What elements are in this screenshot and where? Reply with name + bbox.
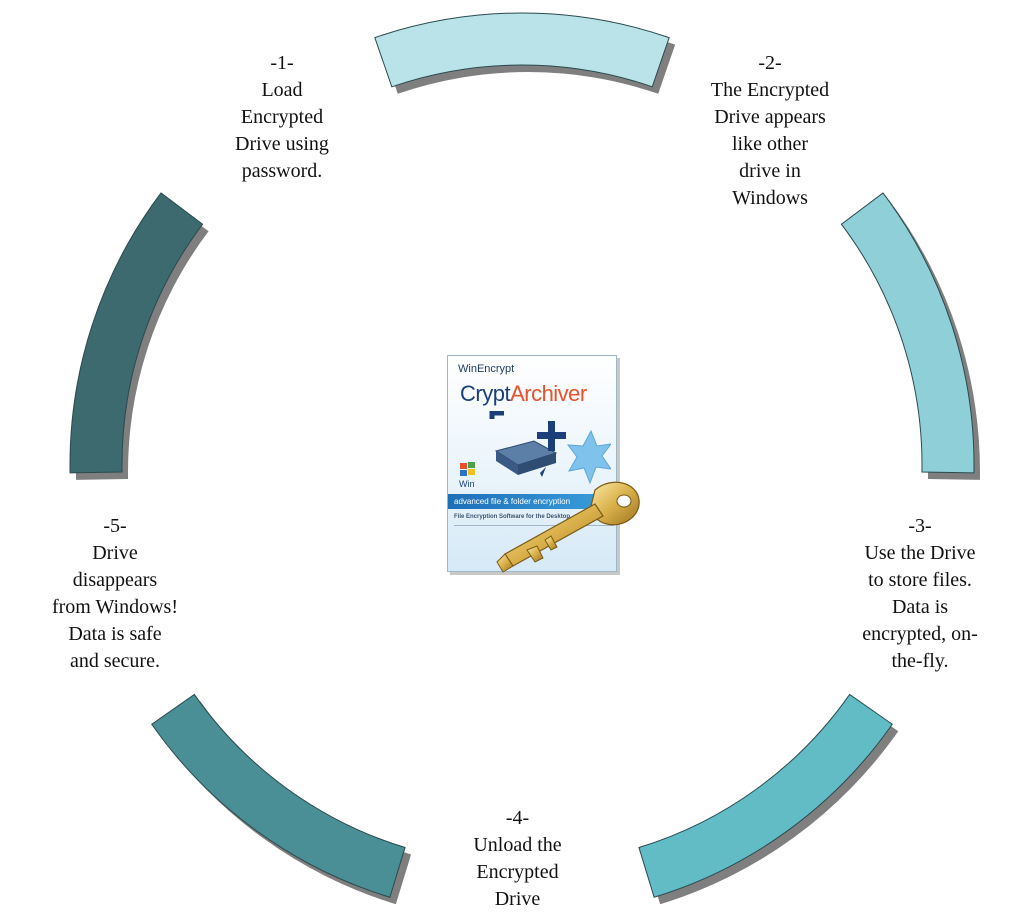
step-5-line: Data is safe: [30, 621, 200, 648]
segment-3: [639, 694, 892, 897]
step-2-line: drive in: [690, 158, 850, 185]
step-2-line: The Encrypted: [690, 77, 850, 104]
step-1-line: password.: [222, 158, 342, 185]
step-1-line: Encrypted: [222, 104, 342, 131]
step-1-line: -1-: [222, 50, 342, 77]
segment-2: [841, 193, 974, 473]
step-2-line: Windows: [690, 185, 850, 212]
step-5-line: disappears: [30, 567, 200, 594]
step-5-line: -5-: [30, 513, 200, 540]
windows-logo-icon: [460, 462, 475, 476]
step-5-line: Drive: [30, 540, 200, 567]
step-4-line: Encrypted: [455, 859, 580, 886]
step-4-line: -4-: [455, 805, 580, 832]
step-4-line: Drive: [455, 886, 580, 913]
step-3-line: encrypted, on-: [840, 621, 1000, 648]
brand-title-part2: Archiver: [510, 381, 587, 406]
step-1-line: Drive using: [222, 131, 342, 158]
step-1-label: -1- Load Encrypted Drive using password.: [222, 50, 342, 185]
segment-1: [375, 13, 669, 87]
key-icon: [487, 470, 645, 580]
step-2-label: -2- The Encrypted Drive appears like oth…: [690, 50, 850, 212]
segment-5: [70, 193, 203, 473]
step-3-line: to store files.: [840, 567, 1000, 594]
step-2-line: like other: [690, 131, 850, 158]
step-3-line: Use the Drive: [840, 540, 1000, 567]
step-4-label: -4- Unload the Encrypted Drive: [455, 805, 580, 913]
product-box-image: WinEncrypt CryptArchiver: [447, 355, 645, 580]
step-3-line: Data is: [840, 594, 1000, 621]
step-1-line: Load: [222, 77, 342, 104]
step-5-line: and secure.: [30, 648, 200, 675]
step-2-line: Drive appears: [690, 104, 850, 131]
step-2-line: -2-: [690, 50, 850, 77]
step-3-line: the-fly.: [840, 648, 1000, 675]
step-5-line: from Windows!: [30, 594, 200, 621]
step-4-line: Unload the: [455, 832, 580, 859]
step-5-label: -5- Drive disappears from Windows! Data …: [30, 513, 200, 675]
windows-label: Win: [459, 479, 475, 489]
brand-title: CryptArchiver: [460, 381, 587, 407]
step-3-line: -3-: [840, 513, 1000, 540]
brand-title-part1: Crypt: [460, 381, 510, 406]
step-3-label: -3- Use the Drive to store files. Data i…: [840, 513, 1000, 675]
segment-4: [152, 694, 405, 897]
brand-small-text: WinEncrypt: [458, 363, 514, 375]
